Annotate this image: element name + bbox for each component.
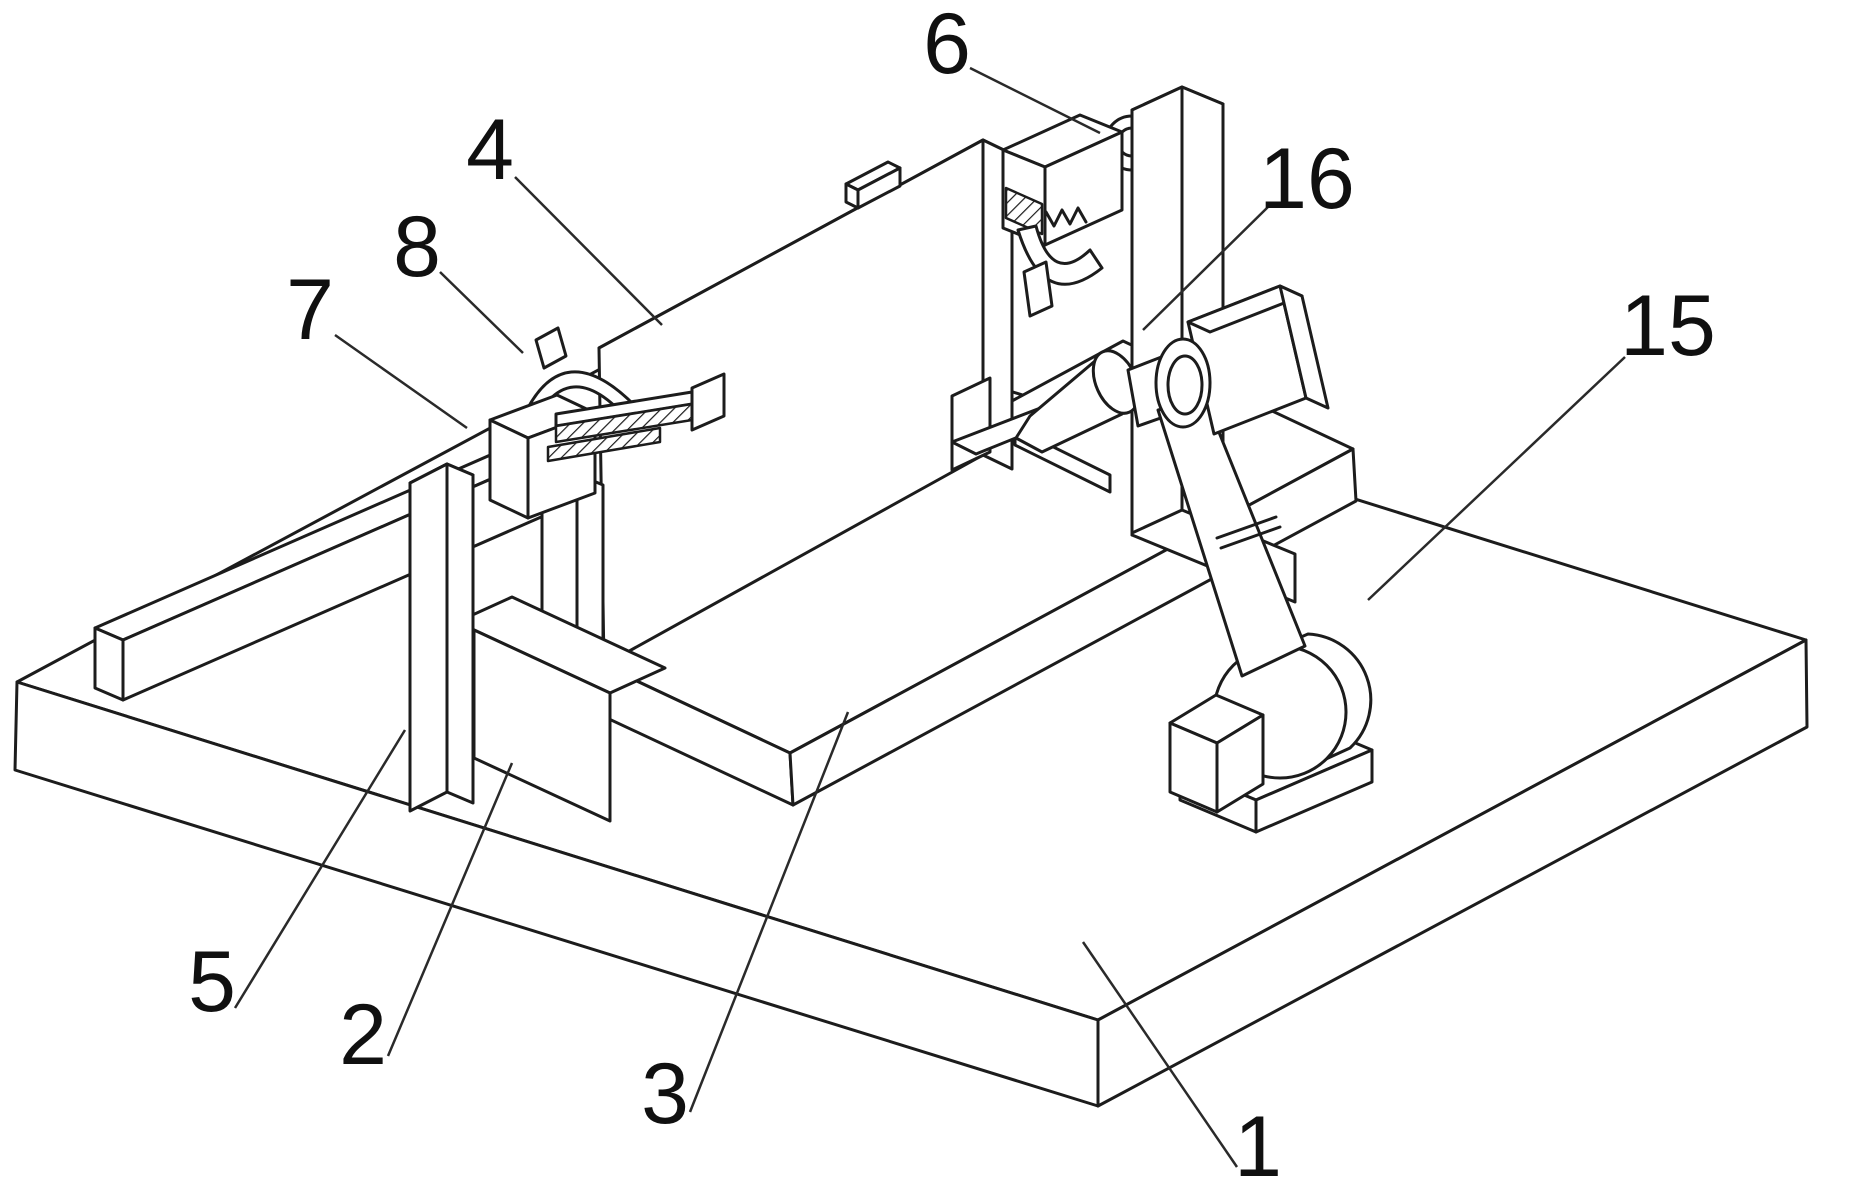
part-number-8: 8: [393, 199, 441, 295]
part-label-1: 1: [1081, 941, 1282, 1187]
leader-line-5: [233, 729, 407, 1009]
part-number-2: 2: [339, 987, 387, 1083]
leader-line-2: [386, 762, 514, 1057]
finger-hatched-bar2: [546, 426, 662, 463]
part-label-4: 4: [466, 102, 663, 326]
labels-layer: 1 2 3 4 5 6 78 15 16: [188, 0, 1716, 1187]
clamp-top-tab: [1022, 260, 1054, 318]
part-label-16: 16: [1142, 131, 1355, 331]
robot-arm: [1154, 284, 1374, 834]
clamp-top-serration: [1004, 186, 1044, 236]
clamp-top: [1001, 113, 1124, 318]
clamp-left: [488, 326, 726, 520]
clamp-top-teeth: [1044, 206, 1088, 228]
leader-line-8: [439, 271, 524, 354]
part-label-15: 15: [1367, 278, 1716, 601]
arm-cube-right: [1215, 713, 1265, 814]
wall-tab-front: [856, 166, 902, 210]
leader-line-16: [1142, 204, 1271, 331]
support-post: [408, 462, 475, 813]
arm-shoulder-side: [1278, 284, 1330, 410]
part-number-6: 6: [923, 0, 971, 92]
finger-end-block: [690, 372, 726, 432]
part-label-3: 3: [641, 711, 850, 1142]
wall-tab-side: [844, 182, 860, 210]
arm-shoulder-ring-inner: [1166, 354, 1204, 416]
part-label-8: 8: [393, 199, 524, 354]
leader-line-7: [334, 333, 468, 430]
arm-joint-line: [1215, 515, 1282, 550]
wrist-gripper: [950, 348, 1174, 472]
part-label-6: 6: [923, 0, 1101, 135]
clamp-arc-tab: [534, 326, 568, 370]
leader-line-3: [688, 711, 850, 1113]
part-number-15: 15: [1620, 278, 1716, 374]
part-number-7: 7: [286, 262, 334, 358]
wrist-bracket-back: [950, 376, 992, 472]
leader-line-1: [1081, 941, 1239, 1168]
part-number-5: 5: [188, 934, 236, 1030]
part-label-2: 2: [339, 762, 514, 1083]
leader-line-15: [1367, 356, 1626, 601]
part-number-3: 3: [641, 1046, 689, 1142]
part-label-5: 5: [188, 729, 407, 1030]
part-number-1: 1: [1234, 1099, 1282, 1187]
leader-line-6: [969, 66, 1101, 135]
part-number-16: 16: [1259, 131, 1355, 227]
leader-line-4: [514, 176, 663, 326]
arm-base-plate-right: [1254, 748, 1374, 834]
part-number-4: 4: [466, 102, 514, 198]
part-label-7: 7: [286, 262, 468, 430]
